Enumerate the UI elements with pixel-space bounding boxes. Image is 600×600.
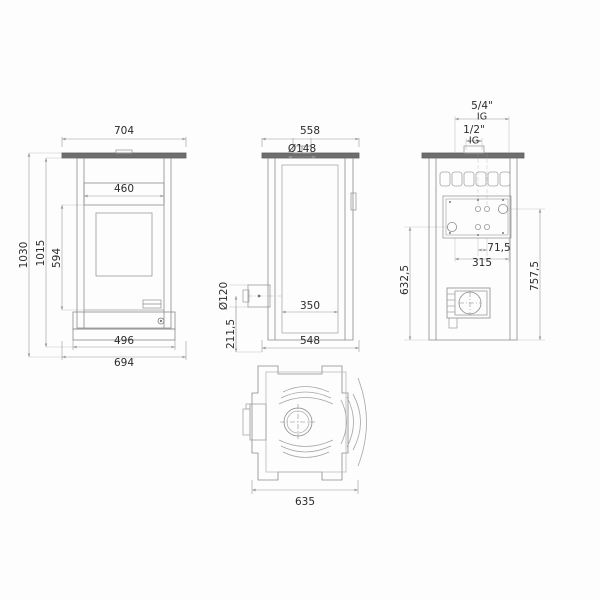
dim-front-door-height: 594 [51,248,63,268]
top-view-geometry [242,365,367,481]
front-view-dimensions [27,137,187,360]
dim-rear-upper-height: 757,5 [529,261,541,291]
dim-front-base-width: 694 [114,357,134,369]
dim-front-body-height: 1015 [35,240,47,267]
dim-side-top-depth: 558 [300,125,320,137]
rear-view-geometry [421,145,525,341]
dim-rear-panel-width: 315 [472,257,492,269]
side-view-dimensions [229,137,360,353]
front-view-geometry [61,149,187,341]
rear-view-dimensions [404,116,545,341]
top-view-dimensions [251,480,359,494]
dim-side-flue-top-diameter: Ø148 [288,143,316,155]
dim-front-body-width: 496 [114,335,134,347]
dim-rear-lower-height: 632,5 [399,265,411,295]
dim-side-flue-rear-diameter: Ø120 [218,282,230,310]
dim-top-width: 635 [295,496,315,508]
dim-rear-connection-small-type: IG [469,136,479,147]
dim-front-total-height: 1030 [18,242,30,269]
dim-side-body-depth: 548 [300,335,320,347]
dim-side-flue-rear-height: 211,5 [225,319,237,349]
dim-side-inner-depth: 350 [300,300,320,312]
dim-front-door-width: 460 [114,183,134,195]
dimension-labels: 704 460 496 694 1030 1015 594 558 Ø148 3… [18,100,541,508]
dim-rear-connection-large: 5/4" [471,100,493,112]
dim-rear-connection-small: 1/2" [463,124,485,136]
dim-rear-panel-offset: 71,5 [487,242,510,254]
dim-rear-connection-large-type: IG [477,112,487,123]
side-view-geometry [242,145,360,341]
dim-front-top-width: 704 [114,125,134,137]
